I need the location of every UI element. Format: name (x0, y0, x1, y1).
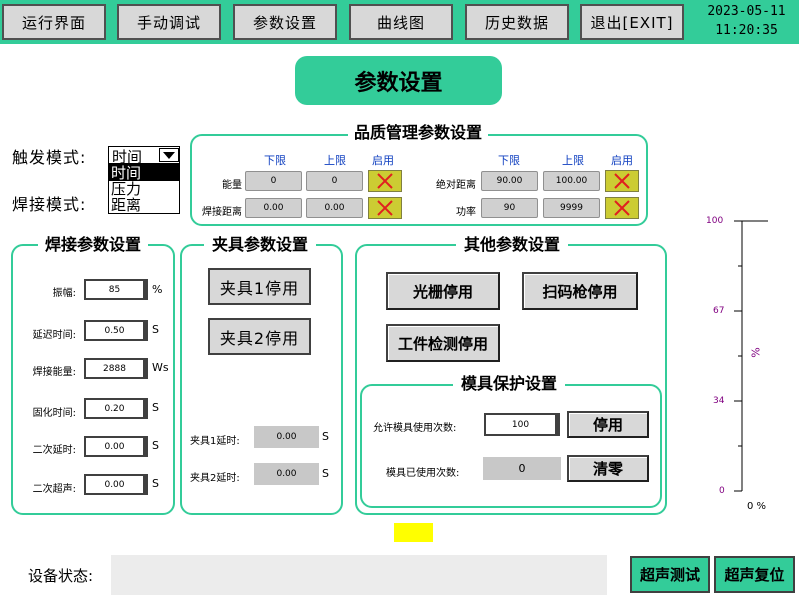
gauge-tick-0: 0 (719, 486, 725, 496)
clamp1-disable-button[interactable]: 夹具1停用 (208, 268, 311, 305)
mold-reset-button[interactable]: 清零 (567, 455, 649, 482)
mold-panel (360, 384, 662, 508)
grating-disable-button[interactable]: 光栅停用 (386, 272, 500, 310)
gauge-tick-34: 34 (713, 396, 725, 406)
power-gauge: 100 67 34 0 % 0 % (700, 215, 799, 515)
quality-power-upper[interactable]: 9999 (543, 198, 600, 218)
weld-second-delay-unit: S (152, 439, 159, 452)
quality-energy-label: 能量 (222, 180, 242, 191)
clamp2-delay-value[interactable]: 0.00 (254, 463, 319, 485)
page-title: 参数设置 (295, 56, 502, 105)
trigger-mode-value: 时间 (112, 148, 143, 166)
quality-power-lower[interactable]: 90 (481, 198, 538, 218)
quality-distance-upper[interactable]: 0.00 (306, 198, 363, 218)
weld-amplitude-input[interactable]: 85 (84, 279, 148, 300)
dropdown-option[interactable]: 时间 (109, 165, 179, 181)
quality-energy-lower[interactable]: 0 (245, 171, 302, 191)
quality-distance-lower[interactable]: 0.00 (245, 198, 302, 218)
dropdown-option[interactable]: 距离 (111, 196, 142, 214)
gauge-tick-100: 100 (706, 216, 724, 226)
clamp1-delay-unit: S (322, 430, 329, 443)
quality-distance-label: 焊接距离 (202, 207, 242, 218)
clock-date: 2023-05-11 (707, 4, 786, 19)
quality-abs-distance-lower[interactable]: 90.00 (481, 171, 538, 191)
quality-hdr-enable: 启用 (372, 154, 394, 167)
quality-energy-enable[interactable] (368, 170, 402, 192)
quality-abs-distance-enable[interactable] (605, 170, 639, 192)
quality-power-label: 功率 (456, 207, 476, 218)
weld-delay-input[interactable]: 0.50 (84, 320, 148, 341)
weld-cure-label: 固化时间: (32, 408, 76, 419)
nav-manual-button[interactable]: 手动调试 (117, 4, 221, 40)
quality-distance-enable[interactable] (368, 197, 402, 219)
weld-mode-label: 焊接模式: (12, 195, 87, 214)
x-icon (377, 173, 393, 189)
mold-allowed-input[interactable]: 100 (484, 413, 560, 436)
clamp2-delay-label: 夹具2延时: (190, 473, 240, 484)
x-icon (377, 200, 393, 216)
x-icon (614, 200, 630, 216)
weld-params-title: 焊接参数设置 (38, 236, 148, 254)
weld-amplitude-label: 振幅: (52, 288, 76, 299)
ultra-reset-button[interactable]: 超声复位 (714, 556, 795, 593)
gauge-side-label: % (748, 347, 762, 358)
weld-cure-unit: S (152, 401, 159, 414)
quality-energy-upper[interactable]: 0 (306, 171, 363, 191)
weld-second-ultra-label: 二次超声: (32, 484, 76, 495)
nav-history-button[interactable]: 历史数据 (465, 4, 569, 40)
clock-time: 11:20:35 (715, 23, 778, 38)
gauge-readout: 0 % (747, 501, 767, 512)
clamp-panel-title: 夹具参数设置 (204, 236, 316, 254)
quality-panel-title: 品质管理参数设置 (348, 124, 488, 142)
quality-power-enable[interactable] (605, 197, 639, 219)
scanner-disable-button[interactable]: 扫码枪停用 (522, 272, 638, 310)
nav-exit-button[interactable]: 退出[EXIT] (580, 4, 684, 40)
quality-abs-distance-upper[interactable]: 100.00 (543, 171, 600, 191)
clamp1-delay-label: 夹具1延时: (190, 436, 240, 447)
clamp2-disable-button[interactable]: 夹具2停用 (208, 318, 311, 355)
quality-hdr-enable-2: 启用 (611, 154, 633, 167)
nav-curve-button[interactable]: 曲线图 (349, 4, 453, 40)
status-indicator (394, 523, 433, 542)
trigger-mode-select[interactable]: 时间 (108, 146, 180, 166)
inspect-disable-button[interactable]: 工件检测停用 (386, 324, 500, 362)
clock: 2023-05-11 11:20:35 (694, 2, 799, 40)
weld-cure-input[interactable]: 0.20 (84, 398, 148, 419)
weld-energy-unit: Ws (152, 361, 169, 374)
trigger-mode-dropdown: 时间 压力 距离 (108, 164, 180, 214)
nav-params-button[interactable]: 参数设置 (233, 4, 337, 40)
mold-panel-title: 模具保护设置 (453, 375, 565, 393)
quality-hdr-upper: 上限 (324, 154, 346, 167)
weld-second-ultra-input[interactable]: 0.00 (84, 474, 148, 495)
weld-second-delay-input[interactable]: 0.00 (84, 436, 148, 457)
weld-delay-unit: S (152, 323, 159, 336)
weld-energy-input[interactable]: 2888 (84, 358, 148, 379)
clamp2-delay-unit: S (322, 467, 329, 480)
mold-used-label: 模具已使用次数: (386, 468, 460, 479)
quality-hdr-lower: 下限 (264, 154, 286, 167)
chevron-down-icon[interactable] (159, 148, 179, 162)
weld-second-ultra-unit: S (152, 477, 159, 490)
other-params-title: 其他参数设置 (456, 236, 568, 254)
x-icon (614, 173, 630, 189)
weld-amplitude-unit: % (152, 283, 163, 296)
mold-allowed-label: 允许模具使用次数: (373, 423, 457, 434)
device-status-label: 设备状态: (28, 567, 94, 585)
nav-run-button[interactable]: 运行界面 (2, 4, 106, 40)
quality-hdr-upper-2: 上限 (562, 154, 584, 167)
weld-energy-label: 焊接能量: (32, 367, 76, 378)
quality-hdr-lower-2: 下限 (498, 154, 520, 167)
weld-second-delay-label: 二次延时: (32, 445, 76, 456)
weld-delay-label: 延迟时间: (32, 330, 76, 341)
mold-disable-button[interactable]: 停用 (567, 411, 649, 438)
quality-abs-distance-label: 绝对距离 (436, 180, 476, 191)
clamp1-delay-value[interactable]: 0.00 (254, 426, 319, 448)
device-status-field (111, 555, 607, 595)
gauge-tick-67: 67 (713, 306, 725, 316)
dropdown-option[interactable]: 压力 (111, 180, 142, 198)
trigger-mode-label: 触发模式: (12, 148, 87, 167)
mold-used-value: 0 (483, 457, 561, 480)
ultra-test-button[interactable]: 超声测试 (630, 556, 710, 593)
